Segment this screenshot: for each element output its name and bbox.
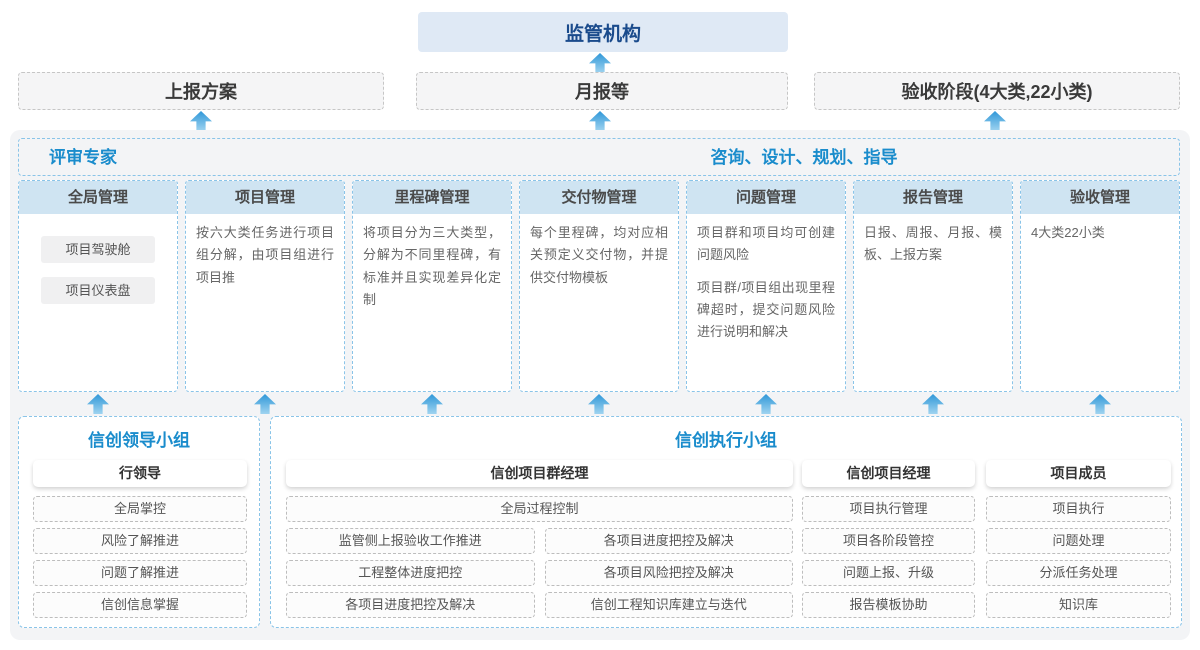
member-item: 知识库 (986, 592, 1171, 618)
project-manager-section: 信创项目经理 项目执行管理 项目各阶段管控 问题上报、升级 报告模板协助 (802, 460, 975, 624)
management-columns: 全局管理 项目驾驶舱 项目仪表盘 项目管理 按六大类任务进行项目组分解，由项目组… (18, 180, 1180, 392)
column-deliverable-management: 交付物管理 每个里程碑，均对应相关预定义交付物，并提供交付物模板 (519, 180, 679, 392)
column-text: 项目群和项目均可创建问题风险 (697, 225, 835, 263)
member-item: 问题处理 (986, 528, 1171, 554)
column-text: 日报、周报、月报、模板、上报方案 (864, 225, 1002, 263)
leader-item: 风险了解推进 (33, 528, 247, 554)
up-arrow-icon (421, 394, 443, 414)
report-box-plan: 上报方案 (18, 72, 384, 110)
column-body: 将项目分为三大类型，分解为不同里程碑，有标准并且实现差异化定制 (353, 214, 511, 311)
report-box-monthly: 月报等 (416, 72, 788, 110)
column-title: 验收管理 (1021, 181, 1179, 214)
column-title: 里程碑管理 (353, 181, 511, 214)
up-arrow-icon (254, 394, 276, 414)
column-title: 交付物管理 (520, 181, 678, 214)
leader-item: 全局掌控 (33, 496, 247, 522)
column-text: 4大类22小类 (1031, 225, 1105, 240)
column-body: 项目群和项目均可创建问题风险 项目群/项目组出现里程碑超时，提交问题风险进行说明… (687, 214, 845, 344)
column-body: 项目驾驶舱 项目仪表盘 (19, 214, 177, 304)
review-experts-label: 评审专家 (49, 148, 117, 167)
leader-group-body: 行领导 全局掌控 风险了解推进 问题了解推进 信创信息掌握 (33, 460, 247, 624)
leader-item: 问题了解推进 (33, 560, 247, 586)
program-manager-item: 各项目进度把控及解决 (286, 592, 535, 618)
leader-group-title: 信创领导小组 (88, 431, 190, 450)
project-member-section: 项目成员 项目执行 问题处理 分派任务处理 知识库 (986, 460, 1171, 624)
project-manager-item: 项目执行管理 (802, 496, 975, 522)
pill-project-dashboard: 项目仪表盘 (41, 277, 155, 304)
leader-group-container: 信创领导小组 行领导 全局掌控 风险了解推进 问题了解推进 信创信息掌握 (18, 416, 260, 628)
up-arrow-icon (190, 111, 212, 131)
up-arrow-icon (922, 394, 944, 414)
program-manager-item: 各项目进度把控及解决 (544, 528, 793, 554)
platform-container: 评审专家 咨询、设计、规划、指导 全局管理 项目驾驶舱 项目仪表盘 项目管理 按… (10, 130, 1190, 640)
column-project-management: 项目管理 按六大类任务进行项目组分解，由项目组进行项目推 (185, 180, 345, 392)
column-title: 全局管理 (19, 181, 177, 214)
column-title: 问题管理 (687, 181, 845, 214)
column-body: 按六大类任务进行项目组分解，由项目组进行项目推 (186, 214, 344, 289)
column-text: 项目群/项目组出现里程碑超时，提交问题风险进行说明和解决 (697, 279, 835, 340)
column-body: 日报、周报、月报、模板、上报方案 (854, 214, 1012, 267)
column-text: 每个里程碑，均对应相关预定义交付物，并提供交付物模板 (530, 225, 668, 285)
leader-item: 信创信息掌握 (33, 592, 247, 618)
role-bank-leader: 行领导 (33, 460, 247, 487)
column-global-management: 全局管理 项目驾驶舱 项目仪表盘 (18, 180, 178, 392)
program-manager-section: 信创项目群经理 全局过程控制 监管侧上报验收工作推进 各项目进度把控及解决 工程… (286, 460, 793, 624)
program-manager-item: 工程整体进度把控 (286, 560, 535, 586)
up-arrow-icon (588, 394, 610, 414)
pill-project-cockpit: 项目驾驶舱 (41, 236, 155, 263)
up-arrow-icon (755, 394, 777, 414)
role-project-manager: 信创项目经理 (802, 460, 975, 487)
member-item: 项目执行 (986, 496, 1171, 522)
role-project-member: 项目成员 (986, 460, 1171, 487)
program-manager-item: 信创工程知识库建立与迭代 (544, 592, 793, 618)
column-milestone-management: 里程碑管理 将项目分为三大类型，分解为不同里程碑，有标准并且实现差异化定制 (352, 180, 512, 392)
role-program-manager: 信创项目群经理 (286, 460, 793, 487)
regulator-box: 监管机构 (418, 12, 788, 52)
up-arrow-icon (589, 111, 611, 131)
project-manager-item: 项目各阶段管控 (802, 528, 975, 554)
column-text: 将项目分为三大类型，分解为不同里程碑，有标准并且实现差异化定制 (363, 225, 501, 308)
up-arrow-icon (1089, 394, 1111, 414)
column-title: 项目管理 (186, 181, 344, 214)
consulting-label: 咨询、设计、规划、指导 (710, 148, 898, 167)
up-arrow-icon (589, 53, 611, 73)
project-manager-item: 问题上报、升级 (802, 560, 975, 586)
column-report-management: 报告管理 日报、周报、月报、模板、上报方案 (853, 180, 1013, 392)
column-issue-management: 问题管理 项目群和项目均可创建问题风险 项目群/项目组出现里程碑超时，提交问题风… (686, 180, 846, 392)
column-title: 报告管理 (854, 181, 1012, 214)
column-body: 每个里程碑，均对应相关预定义交付物，并提供交付物模板 (520, 214, 678, 289)
program-manager-item: 监管侧上报验收工作推进 (286, 528, 535, 554)
column-body: 4大类22小类 (1021, 214, 1179, 244)
up-arrow-icon (984, 111, 1006, 131)
executive-group-container: 信创执行小组 信创项目群经理 全局过程控制 监管侧上报验收工作推进 各项目进度把… (270, 416, 1182, 628)
project-manager-item: 报告模板协助 (802, 592, 975, 618)
program-manager-item: 各项目风险把控及解决 (544, 560, 793, 586)
up-arrow-icon (87, 394, 109, 414)
executive-group-title: 信创执行小组 (675, 431, 777, 450)
report-box-acceptance: 验收阶段(4大类,22小类) (814, 72, 1180, 110)
program-manager-item: 全局过程控制 (286, 496, 793, 522)
column-text: 按六大类任务进行项目组分解，由项目组进行项目推 (196, 225, 334, 285)
column-acceptance-management: 验收管理 4大类22小类 (1020, 180, 1180, 392)
member-item: 分派任务处理 (986, 560, 1171, 586)
advisor-band: 评审专家 咨询、设计、规划、指导 (18, 138, 1180, 176)
